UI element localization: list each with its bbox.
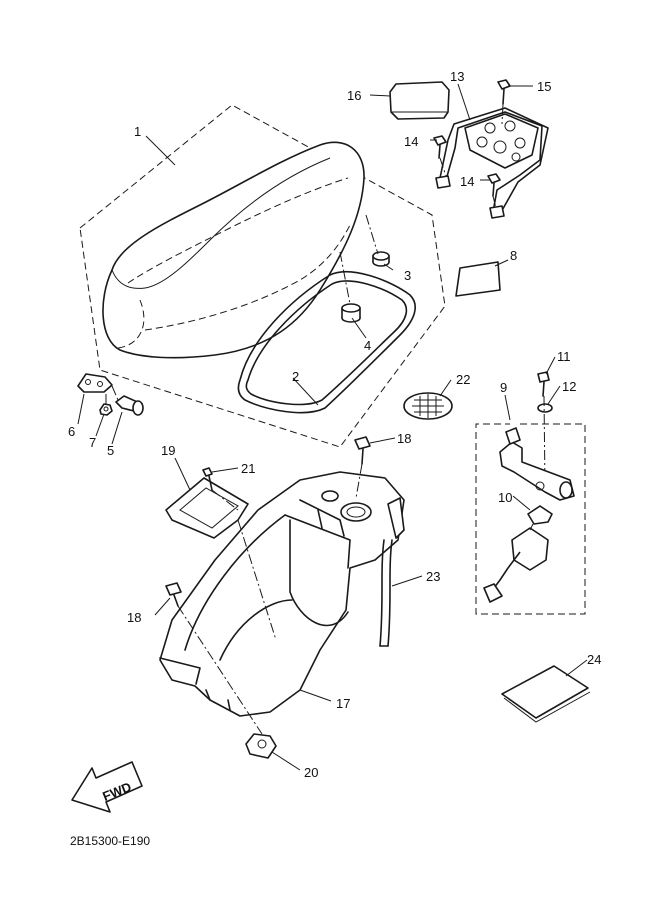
hinge-nut [99,403,113,416]
seat-lock-assembly [499,427,575,501]
screw-21 [202,467,213,491]
seat-damper-4 [341,303,361,323]
callout-19: 19 [161,443,175,458]
callout-10: 10 [498,490,512,505]
main-switch-lock [483,505,553,603]
callout-9: 9 [500,380,507,395]
figure-code: 2B15300-E190 [70,834,150,848]
vent-grille [403,392,453,420]
washer-12 [537,403,553,413]
access-lid [165,477,249,539]
callout-14a: 14 [404,134,418,149]
callout-14b: 14 [460,174,474,189]
callout-8: 8 [510,248,517,263]
bolt-11 [537,371,550,397]
bolt-15 [497,79,511,105]
callout-5: 5 [107,443,114,458]
seat-damper-3 [372,251,390,267]
callout-21: 21 [241,461,255,476]
callout-24: 24 [587,652,601,667]
callout-17: 17 [336,696,350,711]
callout-18b: 18 [127,610,141,625]
callout-6: 6 [68,424,75,439]
grab-rail [435,107,549,219]
seat-gasket [237,271,416,414]
callout-16: 16 [347,88,361,103]
speed-nut [245,733,277,759]
hinge-bracket [77,373,113,393]
drain-hose [379,539,385,647]
storage-box [159,471,405,717]
alignment-lines [105,103,504,735]
lock-group-outline [475,423,586,615]
callout-20: 20 [304,765,318,780]
callout-4: 4 [364,338,371,353]
callout-numbers: 1 2 3 4 5 6 7 8 9 10 11 12 13 14 14 15 1… [68,69,601,780]
callout-12: 12 [562,379,576,394]
owners-manual [501,665,591,723]
callout-3: 3 [404,268,411,283]
callout-7: 7 [89,435,96,450]
bolt-18-upper [354,436,371,465]
callout-22: 22 [456,372,470,387]
forward-arrow-icon: FWD [71,761,143,813]
seat [102,141,365,359]
callout-13: 13 [450,69,464,84]
callout-18a: 18 [397,431,411,446]
callout-15: 15 [537,79,551,94]
callout-11: 11 [557,349,571,364]
callout-2: 2 [292,369,299,384]
bolt-14-upper [433,135,447,159]
bolt-18-left [165,582,182,607]
bolt-14-lower [487,173,501,197]
caution-label [455,261,501,297]
callout-1: 1 [134,124,141,139]
leader-lines [77,83,588,771]
callout-23: 23 [426,569,440,584]
rail-cap [389,81,450,120]
hinge-pin [115,395,144,416]
